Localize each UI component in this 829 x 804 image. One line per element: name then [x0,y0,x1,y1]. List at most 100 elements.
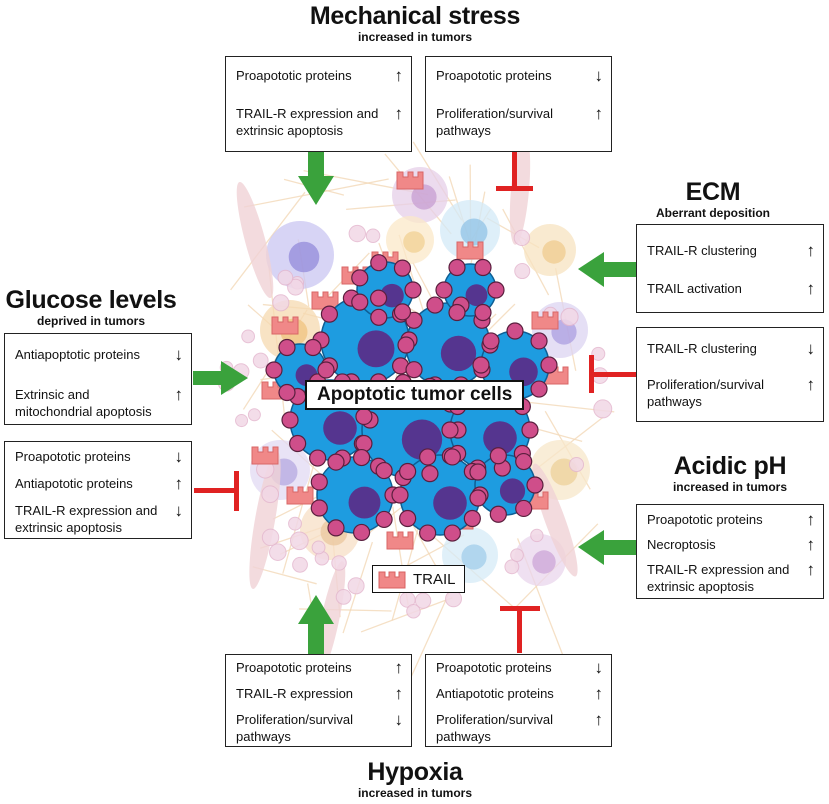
vesicle [530,528,544,543]
trail-ligand [386,531,414,550]
vesicle [235,414,249,428]
acidic-promote-arrow [578,530,636,565]
membrane-bead [327,453,345,471]
vesicle [288,516,302,531]
trail-ligand-icon [378,571,406,589]
effect-row: Proapototic proteins↑ [236,66,403,85]
effect-row: TRAIL-R clustering↓ [647,339,815,358]
vesicle [311,540,326,555]
vesicle [277,269,294,286]
membrane-bead [489,447,507,465]
vesicle [287,278,304,296]
vesicle [292,556,308,573]
membrane-bead [310,473,328,491]
effect-row: Proapototic proteins↓ [436,66,603,85]
vesicle [560,307,579,326]
membrane-bead [530,380,548,398]
membrane-bead [489,505,507,523]
hypoxia-title: Hypoxia increased in tumors [357,758,473,800]
membrane-bead [448,303,466,322]
membrane-bead [393,303,412,321]
membrane-bead [278,338,296,357]
trail-ligand [531,311,559,330]
vesicle [348,224,366,243]
effect-row: Proliferation/survival pathways↑ [436,710,603,744]
mechanical-inhibit-box: Proapototic proteins↓ Proliferation/surv… [425,56,612,152]
membrane-bead [370,254,388,272]
vesicle [261,528,280,547]
vesicle [261,485,280,504]
ecm-promote-arrow [578,252,636,287]
effect-row: TRAIL-R expression↑ [236,684,403,703]
trail-legend: TRAIL [372,565,465,593]
mechanical-inhibit-bar [496,150,533,191]
vesicle [247,408,261,422]
effect-row: Proapototic proteins↑ [647,510,815,529]
membrane-bead [426,296,444,314]
acidic-ph-title: Acidic pH increased in tumors [672,452,788,494]
effect-row: TRAIL-R expression and extrinsic apoptos… [15,501,183,535]
ecm-promote-box: TRAIL-R clustering↑ TRAIL activation↑ [636,224,824,313]
hypoxia-inhibit-box: Proapototic proteins↓ Antiapototic prote… [425,654,612,747]
vesicle [510,548,524,563]
vesicle [591,346,606,361]
membrane-bead [281,411,299,429]
membrane-bead [393,259,412,277]
stromal-nucleus [460,218,488,246]
membrane-bead [289,434,307,453]
effect-row: Antiapoptotic proteins↓ [15,345,183,364]
effect-row: Proapototic proteins↓ [436,658,603,677]
trail-ligand [271,316,299,335]
tumor-nucleus [499,478,526,504]
membrane-bead [352,523,371,542]
vesicle [406,603,421,619]
glucose-levels-title: Glucose levels deprived in tumors [5,286,177,328]
membrane-bead [355,407,373,426]
acidic-ph-box: Proapototic proteins↑ Necroptosis↑ TRAIL… [636,504,824,599]
trail-ligand [396,171,424,190]
effect-row: Extrinsic and mitochondrial apoptosis↑ [15,385,183,419]
effect-row: TRAIL-R clustering↑ [647,241,815,260]
membrane-bead [441,421,459,439]
effect-row: Proliferation/survival pathways↑ [436,104,603,138]
membrane-bead [526,476,544,494]
membrane-bead [351,269,369,287]
effect-row: Antiapototic proteins↑ [15,474,183,493]
membrane-bead [419,448,437,466]
fibroblast [249,451,281,589]
effect-row: Necroptosis↑ [647,535,815,554]
membrane-bead [370,308,388,326]
membrane-bead [265,361,283,379]
vesicle [335,589,352,605]
membrane-bead [435,281,453,299]
effect-row: Proliferation/survival pathways↓ [236,710,403,744]
vesicle [290,531,309,551]
membrane-bead [474,258,492,277]
stromal-nucleus [411,184,437,210]
vesicle [568,456,585,473]
ecm-title: ECM Aberrant deposition [655,178,770,220]
vesicle [593,399,613,419]
vesicle [513,229,531,247]
membrane-bead [515,499,533,518]
ecm-inhibit-box: TRAIL-R clustering↓ Proliferation/surviv… [636,327,824,422]
membrane-bead [355,434,373,453]
membrane-bead [521,421,539,439]
tumor-nucleus [357,330,395,368]
vesicle [347,577,365,595]
glucose-promote-box: Antiapoptotic proteins↓ Extrinsic and mi… [4,333,192,425]
membrane-bead [474,303,492,322]
membrane-bead [469,489,487,507]
trail-legend-label: TRAIL [413,570,456,588]
vesicle [269,543,287,561]
membrane-bead [309,449,327,467]
apoptotic-tumor-cells-label: Apoptotic tumor cells [305,380,525,410]
effect-row: Proapototic proteins↓ [15,447,183,466]
hypoxia-promote-box: Proapototic proteins↑ TRAIL-R expression… [225,654,412,747]
mechanical-promote-box: Proapototic proteins↑ TRAIL-R expression… [225,56,412,152]
membrane-bead [443,448,461,466]
vesicle [504,559,520,575]
tumor-nucleus [348,486,381,519]
membrane-bead [421,465,439,483]
stromal-nucleus [288,241,320,273]
